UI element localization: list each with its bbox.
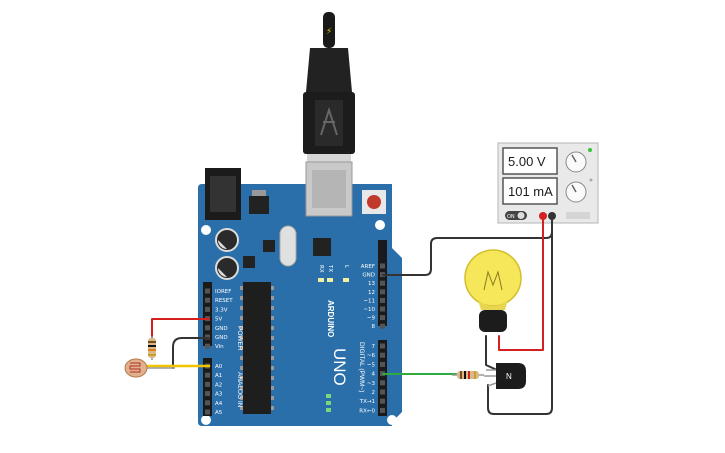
power-header — [203, 282, 212, 346]
pin-label: 3.3V — [215, 307, 228, 313]
power-label: POWER — [236, 326, 243, 351]
atmega-chip — [243, 282, 271, 414]
pin-label: TX→1 — [359, 399, 375, 405]
pin-digital_top-6[interactable] — [380, 315, 385, 321]
pin-label: RX←0 — [359, 408, 375, 414]
pin-digital_bottom-2[interactable] — [380, 361, 385, 367]
resistor-base — [452, 371, 484, 379]
pin-label: Vin — [215, 344, 224, 350]
pin-label: ~9 — [367, 316, 376, 322]
switch-label: ON — [507, 214, 515, 220]
pin-label: A5 — [215, 410, 223, 416]
resistor-ldr — [148, 336, 156, 360]
voltage-readout: 5.00 V — [508, 154, 546, 169]
wire-psu-bulb — [498, 215, 544, 351]
pin-power_pins-1[interactable] — [205, 297, 210, 303]
usb-cable: ⚡ — [303, 12, 355, 168]
pin-label: A4 — [215, 401, 223, 407]
wire-5v — [151, 318, 210, 339]
transistor-label: N — [506, 372, 512, 381]
pin-analog_pins-4[interactable] — [205, 400, 210, 406]
led-label: L — [343, 265, 349, 269]
pin-digital_top-7[interactable] — [380, 323, 385, 329]
pin-digital_top-0[interactable] — [380, 263, 385, 269]
photoresistor — [124, 358, 175, 378]
wires — [146, 215, 553, 415]
wire-gnd-psu — [382, 215, 553, 276]
wire-emitter-gnd — [487, 215, 553, 415]
pin-label: 4 — [372, 372, 376, 378]
pin-label: AREF — [361, 264, 375, 270]
pin-digital_top-2[interactable] — [380, 280, 385, 286]
current-readout: 101 mA — [508, 184, 553, 199]
pin-label: A1 — [215, 373, 222, 379]
pin-label: ~3 — [367, 381, 376, 387]
model-label: UNO — [330, 348, 349, 386]
pin-label: A2 — [215, 382, 222, 388]
pin-label: GND — [362, 273, 375, 279]
pin-analog_pins-2[interactable] — [205, 381, 210, 387]
led-label: RX — [318, 265, 324, 273]
pin-label: 8 — [372, 324, 376, 330]
pin-label: ~10 — [363, 307, 375, 313]
arduino-board: ARDUINO UNO POWER ANALOG IN DIGITAL (PWM… — [198, 161, 402, 426]
pin-label: GND — [215, 326, 228, 332]
pin-power_pins-6[interactable] — [205, 343, 210, 349]
pin-analog_pins-1[interactable] — [205, 372, 210, 378]
light-bulb — [464, 249, 522, 332]
pin-label: GND — [215, 335, 228, 341]
pin-digital_bottom-1[interactable] — [380, 352, 385, 358]
pin-label: 5V — [215, 317, 222, 323]
transistor: N — [484, 363, 526, 389]
pin-power_pins-0[interactable] — [205, 288, 210, 294]
svg-text:⚡: ⚡ — [326, 27, 332, 37]
power-supply: 5.00 V 101 mA ON — [497, 142, 599, 224]
pin-label: ~11 — [363, 298, 375, 304]
brand-label: ARDUINO — [326, 300, 335, 337]
pin-power_pins-2[interactable] — [205, 306, 210, 312]
pin-label: 12 — [368, 290, 375, 296]
wire-gnd-left — [172, 337, 210, 369]
digital-label: DIGITAL (PWM~) — [358, 342, 365, 392]
pin-label: ~6 — [367, 353, 376, 359]
pin-label: A3 — [215, 392, 223, 398]
pin-power_pins-4[interactable] — [205, 325, 210, 331]
pin-digital_top-5[interactable] — [380, 306, 385, 312]
pin-label: A0 — [215, 364, 223, 370]
pin-label: 2 — [372, 390, 376, 396]
digital-header-bottom — [378, 340, 387, 416]
pin-digital_bottom-0[interactable] — [380, 343, 385, 349]
pin-analog_pins-5[interactable] — [205, 409, 210, 415]
led-label: TX — [327, 264, 333, 272]
pin-analog_pins-3[interactable] — [205, 391, 210, 397]
wire-bulb-transistor — [485, 335, 498, 371]
pin-digital_bottom-5[interactable] — [380, 389, 385, 395]
pin-digital_bottom-7[interactable] — [380, 407, 385, 413]
analog-header — [203, 358, 212, 416]
voltage-display — [502, 147, 558, 175]
bulb-socket — [479, 310, 507, 332]
pin-digital_top-3[interactable] — [380, 289, 385, 295]
pin-label: IOREF — [215, 289, 231, 295]
analog-label: ANALOG IN — [236, 372, 243, 408]
pin-label: RESET — [215, 298, 233, 304]
pin-digital_top-4[interactable] — [380, 297, 385, 303]
pin-label: 13 — [368, 281, 375, 287]
pin-label: 7 — [372, 344, 376, 350]
pin-label: ~5 — [367, 362, 376, 368]
pin-digital_bottom-4[interactable] — [380, 380, 385, 386]
current-display — [502, 177, 558, 205]
pin-digital_bottom-6[interactable] — [380, 398, 385, 404]
